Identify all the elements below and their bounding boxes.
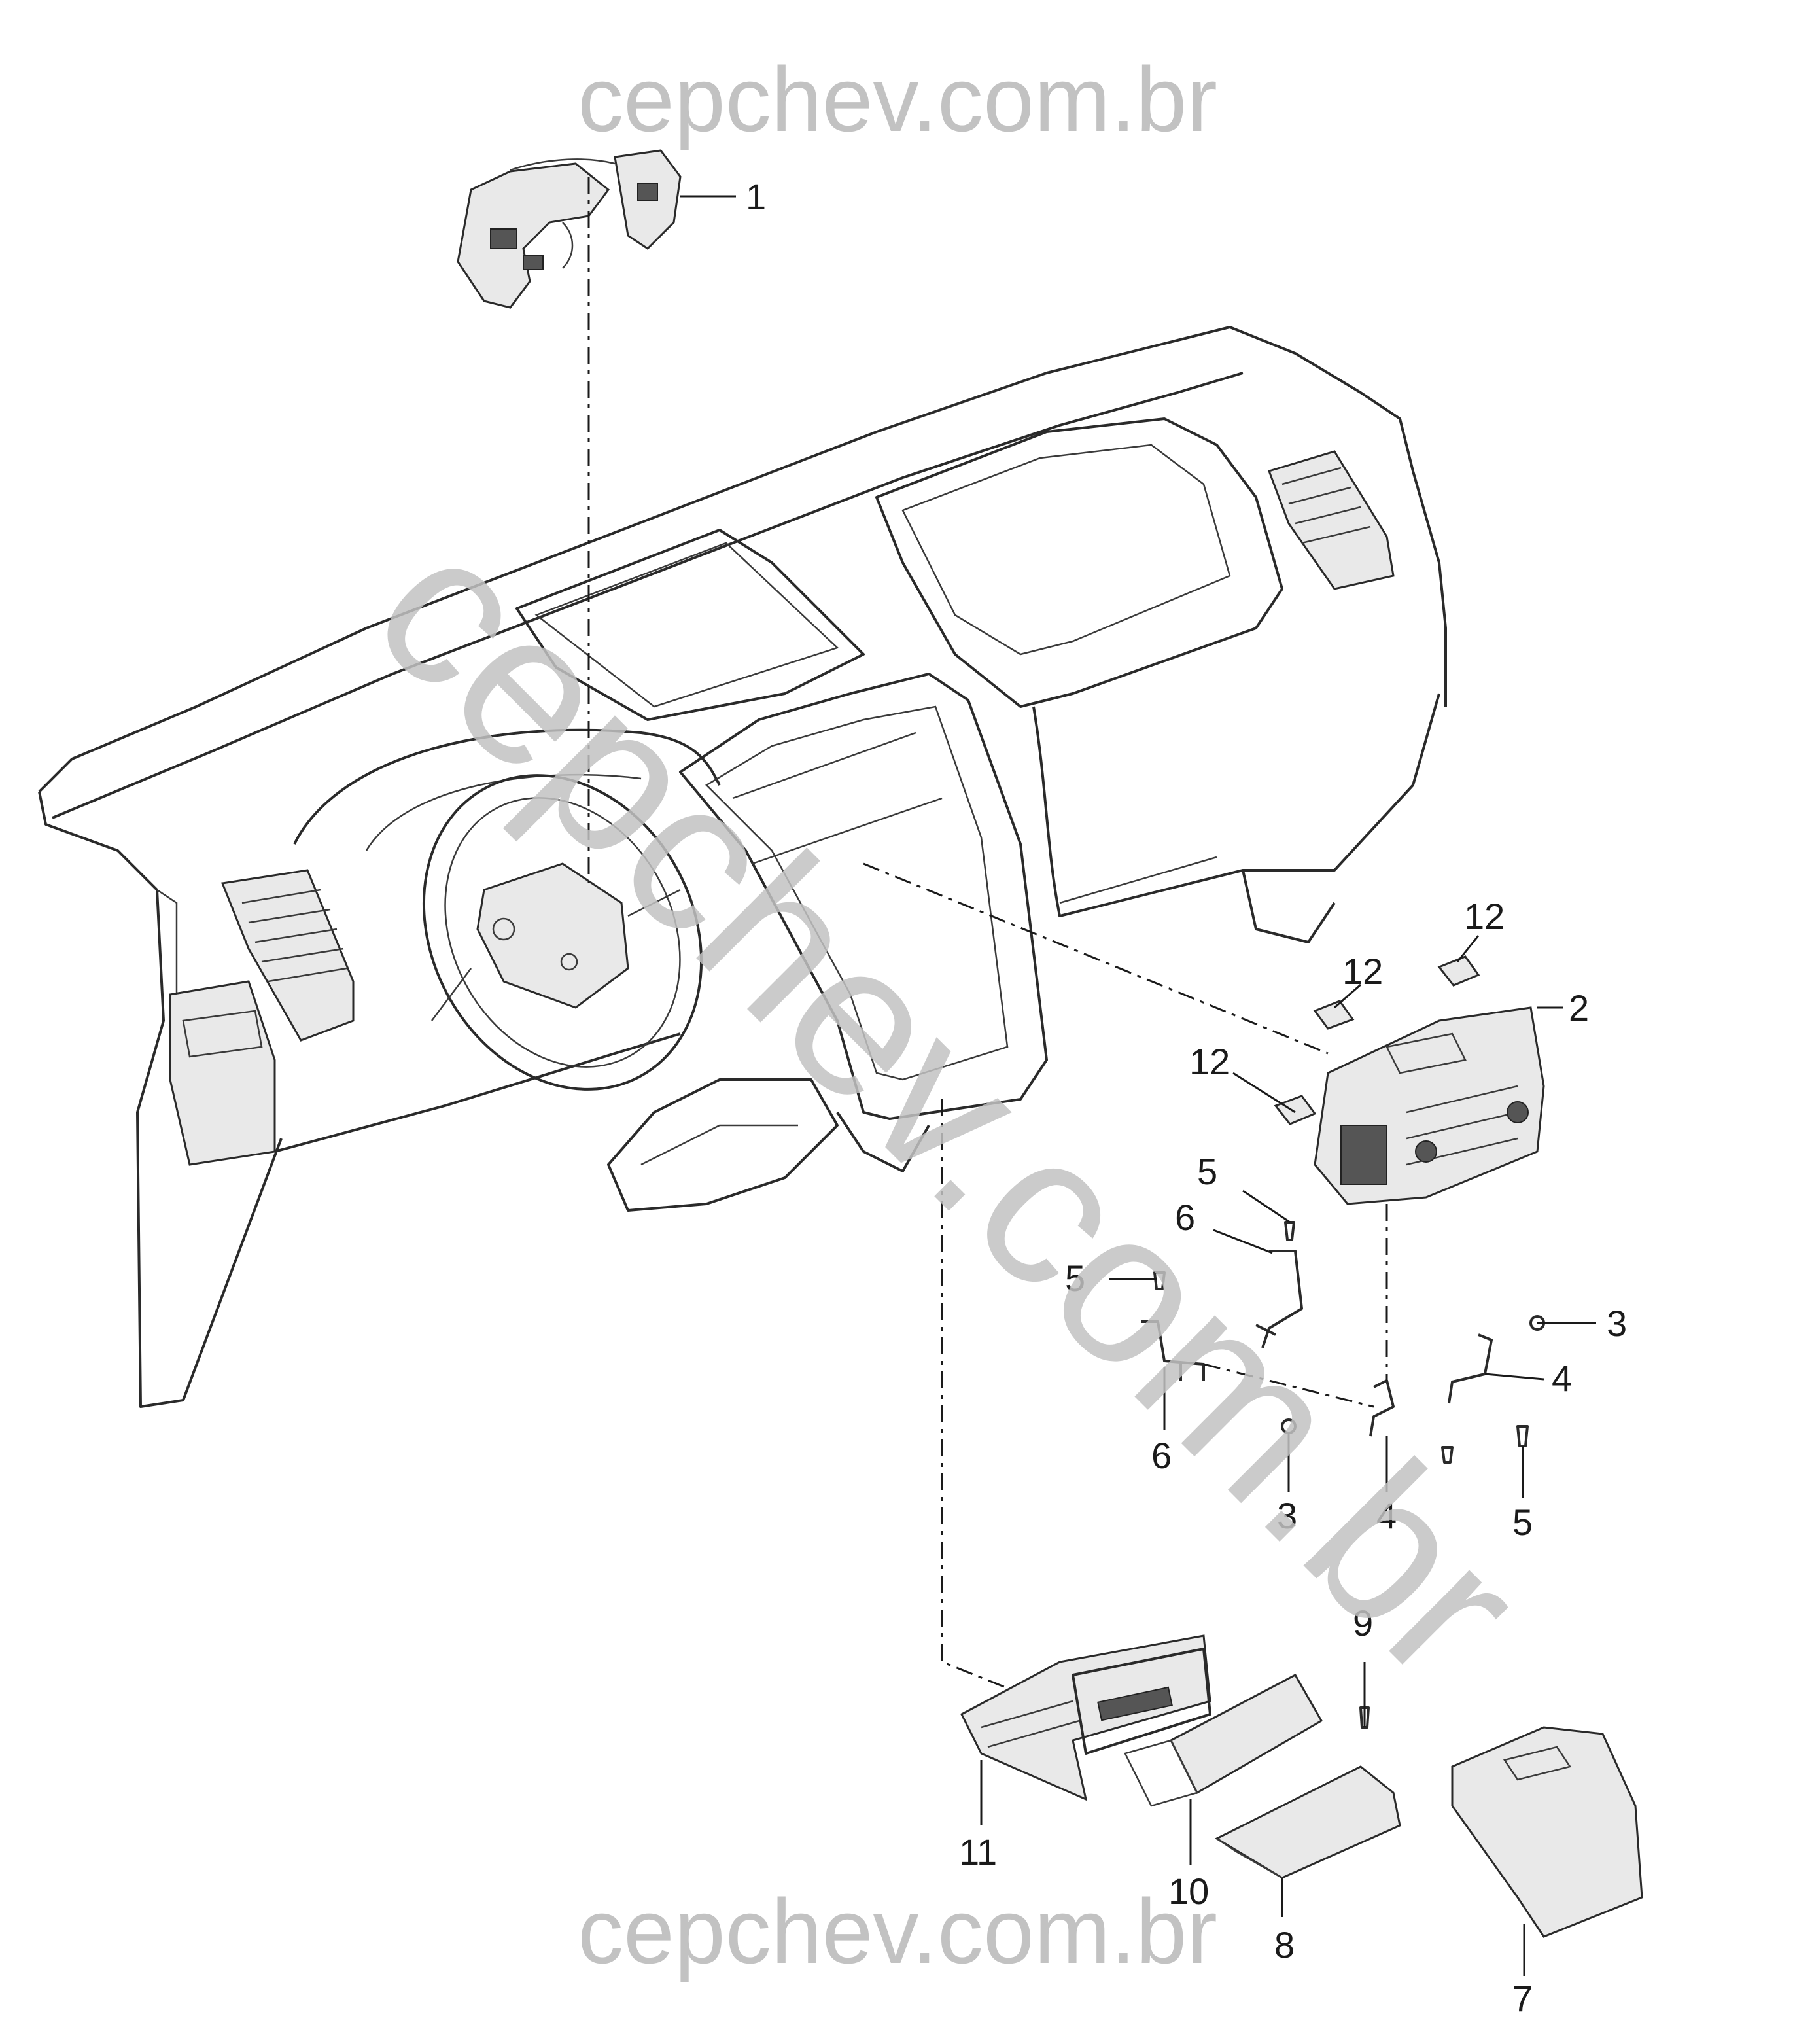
- assembly-lines: [587, 177, 1388, 1689]
- watermark-bottom: cepchev.com.br: [578, 1880, 1217, 1982]
- center-console-bezel-part: [1314, 1006, 1545, 1205]
- callout-6: 6: [1151, 1435, 1172, 1476]
- callout-labels: 1 2 12 12 12 5 6 5 6 3 4 5 3 4 9 11 10 8…: [746, 176, 1627, 2019]
- callout-6: 6: [1175, 1197, 1195, 1238]
- callout-8: 8: [1274, 1924, 1295, 1965]
- callout-11: 11: [959, 1831, 997, 1873]
- radio-unit-part: [960, 1634, 1211, 1801]
- callout-5: 5: [1065, 1258, 1085, 1299]
- callout-4: 4: [1376, 1495, 1397, 1536]
- callout-5: 5: [1197, 1151, 1217, 1192]
- callout-2: 2: [1569, 987, 1589, 1029]
- callout-3: 3: [1277, 1495, 1297, 1536]
- small-screw-part: [1359, 1706, 1370, 1729]
- steering-wheel-switches-part: [457, 149, 682, 309]
- callout-1: 1: [746, 176, 766, 217]
- callout-4: 4: [1552, 1358, 1572, 1399]
- watermark: cepchev.com.br cepchev.com.br cepchev.co…: [330, 48, 1567, 1982]
- callout-5: 5: [1512, 1502, 1533, 1543]
- mounting-brackets-part: [1141, 1250, 1303, 1381]
- trim-pieces-part: [1124, 1673, 1643, 1938]
- screws-part: [1153, 1221, 1545, 1464]
- leader-lines: [680, 195, 1596, 1976]
- callout-9: 9: [1353, 1602, 1373, 1644]
- callout-7: 7: [1512, 1978, 1533, 2019]
- callout-12: 12: [1464, 896, 1505, 937]
- steering-wheel: [422, 774, 703, 1091]
- retaining-clips-part: [1274, 955, 1480, 1125]
- callout-3: 3: [1607, 1303, 1627, 1344]
- callout-12: 12: [1189, 1041, 1230, 1082]
- callout-10: 10: [1168, 1871, 1209, 1912]
- watermark-top: cepchev.com.br: [578, 48, 1217, 150]
- callout-12: 12: [1342, 951, 1383, 992]
